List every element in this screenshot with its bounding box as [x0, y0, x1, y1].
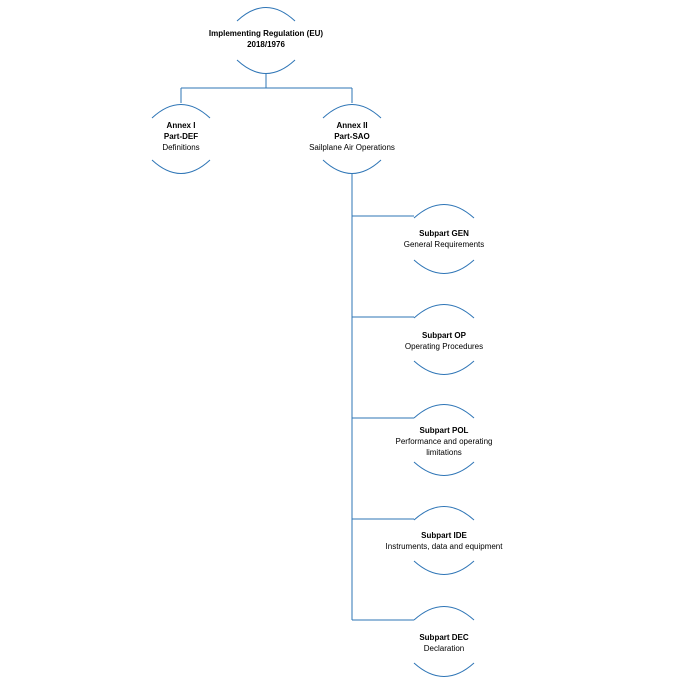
subpart-dec-arc-top [413, 606, 475, 621]
root-node-arc-top [236, 7, 296, 22]
subpart-ide-desc: Instruments, data and equipment [385, 542, 503, 551]
annex-i-node: Annex I Part-DEF Definitions [121, 120, 241, 153]
subpart-dec-desc: Declaration [423, 644, 465, 653]
subpart-gen-node: Subpart GEN General Requirements [369, 228, 519, 250]
subpart-op-node: Subpart OP Operating Procedures [369, 330, 519, 352]
subpart-pol-title: Subpart POL [419, 426, 469, 435]
annex-i-part: Part-DEF [163, 132, 199, 141]
subpart-dec-arc-bottom [413, 662, 475, 677]
root-node: Implementing Regulation (EU) 2018/1976 [186, 28, 346, 50]
subpart-ide-node: Subpart IDE Instruments, data and equipm… [359, 530, 529, 552]
root-node-arc-bottom [236, 59, 296, 74]
subpart-dec-title: Subpart DEC [419, 633, 469, 642]
annex-ii-arc-bottom [322, 159, 382, 174]
subpart-ide-title: Subpart IDE [421, 531, 467, 540]
annex-i-desc: Definitions [162, 143, 200, 152]
subpart-gen-desc: General Requirements [403, 240, 485, 249]
subpart-pol-desc-line2: limitations [426, 448, 462, 457]
annex-ii-part: Part-SAO [334, 132, 370, 141]
subpart-op-arc-bottom [413, 360, 475, 375]
annex-i-arc-bottom [151, 159, 211, 174]
subpart-op-arc-top [413, 304, 475, 319]
subpart-pol-desc: Performance and operating [395, 437, 493, 446]
annex-i-arc-top [151, 104, 211, 119]
subpart-gen-arc-top [413, 204, 475, 219]
root-title-line2: 2018/1976 [247, 40, 285, 49]
subpart-gen-arc-bottom [413, 259, 475, 274]
subpart-gen-title: Subpart GEN [419, 229, 469, 238]
subpart-ide-arc-bottom [413, 560, 475, 575]
root-connector [180, 74, 353, 103]
annex-i-title: Annex I [166, 121, 196, 130]
root-title-line1: Implementing Regulation (EU) [208, 29, 324, 38]
subpart-pol-node: Subpart POL Performance and operating li… [369, 425, 519, 458]
annex-ii-node: Annex II Part-SAO Sailplane Air Operatio… [282, 120, 422, 153]
annex-ii-arc-top [322, 104, 382, 119]
subpart-dec-node: Subpart DEC Declaration [369, 632, 519, 654]
subpart-pol-arc-top [413, 404, 475, 419]
subpart-op-title: Subpart OP [421, 331, 466, 340]
annex-ii-desc: Sailplane Air Operations [309, 143, 395, 152]
subpart-op-desc: Operating Procedures [404, 342, 484, 351]
subpart-pol-arc-bottom [413, 461, 475, 476]
annex-ii-title: Annex II [336, 121, 368, 130]
subpart-ide-arc-top [413, 506, 475, 521]
